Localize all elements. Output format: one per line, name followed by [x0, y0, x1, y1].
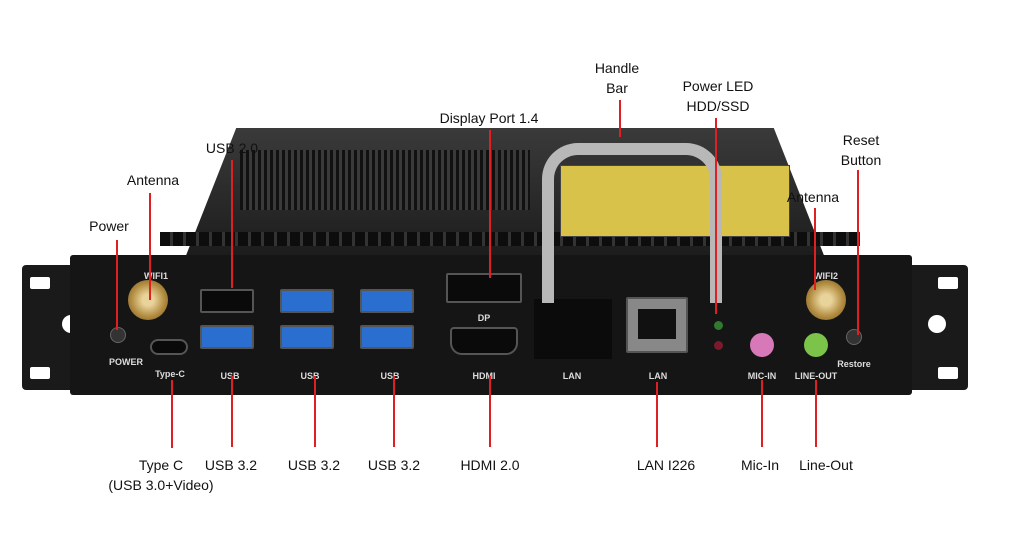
callout-line	[116, 240, 118, 330]
usb3-port	[360, 325, 414, 349]
restore-button[interactable]	[846, 329, 862, 345]
hdd-led	[714, 341, 723, 350]
usb-label: USB	[380, 371, 400, 381]
warning-sticker	[560, 165, 790, 237]
wifi1-label: WIFI1	[144, 271, 168, 281]
antenna-connector-left	[128, 280, 168, 320]
lan-label: LAN	[648, 371, 668, 381]
handle-bar	[542, 143, 722, 303]
lan-port	[626, 297, 688, 353]
callout-text: Type C	[138, 457, 184, 473]
type-c-port	[150, 339, 188, 355]
usb3-port	[200, 325, 254, 349]
callout-line	[814, 208, 816, 290]
callout-text: (USB 3.0+Video)	[108, 477, 214, 493]
callout-line	[314, 376, 316, 447]
mic-in-jack	[750, 333, 774, 357]
callout-usb32: USB 3.2	[367, 457, 421, 473]
callout-usb32: USB 3.2	[287, 457, 341, 473]
callout-line	[761, 380, 763, 447]
vent	[240, 150, 530, 210]
callout-line-out: Line-Out	[799, 457, 853, 473]
antenna-connector-right	[806, 280, 846, 320]
callout-text: Button	[840, 152, 882, 168]
displayport-port	[446, 273, 522, 303]
callout-line	[231, 376, 233, 447]
callout-type-c: Type C (USB 3.0+Video)	[108, 455, 213, 495]
callout-usb32: USB 3.2	[204, 457, 258, 473]
usb3-port	[280, 325, 334, 349]
callout-usb20: USB 2.0	[205, 140, 259, 156]
usb3-port	[280, 289, 334, 313]
callout-line	[393, 376, 395, 447]
callout-line	[149, 193, 151, 300]
dp-label: DP	[477, 313, 491, 323]
callout-power: Power	[89, 218, 129, 234]
wifi2-label: WIFI2	[814, 271, 838, 281]
callout-line	[489, 376, 491, 447]
callout-lan: LAN I226	[636, 457, 696, 473]
usb3-port	[360, 289, 414, 313]
line-out-jack	[804, 333, 828, 357]
callout-line	[715, 118, 717, 314]
power-led	[714, 321, 723, 330]
line-out-label: LINE-OUT	[794, 371, 838, 381]
io-panel: WIFI1 POWER Type-C USB USB USB DP HDMI L…	[70, 255, 912, 395]
callout-mic-in: Mic-In	[740, 457, 780, 473]
callout-text: Reset	[842, 132, 880, 148]
lan-label: LAN	[562, 371, 582, 381]
callout-text: HDD/SSD	[686, 98, 750, 114]
callout-line	[489, 130, 491, 278]
power-label: POWER	[108, 357, 144, 367]
hdmi-label: HDMI	[472, 371, 496, 381]
hdmi-port	[450, 327, 518, 355]
callout-line	[171, 380, 173, 448]
callout-text: Bar	[606, 80, 628, 96]
callout-antenna-left: Antenna	[126, 172, 180, 188]
callout-text: Power LED	[682, 78, 754, 94]
power-button[interactable]	[110, 327, 126, 343]
callout-line	[857, 170, 859, 335]
callout-line	[231, 160, 233, 288]
type-c-label: Type-C	[155, 369, 185, 379]
callout-line	[656, 382, 658, 447]
usb-label: USB	[220, 371, 240, 381]
restore-label: Restore	[837, 359, 871, 369]
mic-in-label: MIC-IN	[747, 371, 777, 381]
usb-label: USB	[300, 371, 320, 381]
callout-hdmi: HDMI 2.0	[460, 457, 520, 473]
callout-text: Handle	[594, 60, 640, 76]
callout-antenna-right: Antenna	[786, 189, 840, 205]
callout-power-led: Power LED HDD/SSD	[683, 76, 754, 116]
lan-blank	[534, 299, 612, 359]
callout-line	[815, 380, 817, 447]
callout-display-port: Display Port 1.4	[439, 110, 539, 126]
callout-line	[619, 100, 621, 137]
usb2-port	[200, 289, 254, 313]
